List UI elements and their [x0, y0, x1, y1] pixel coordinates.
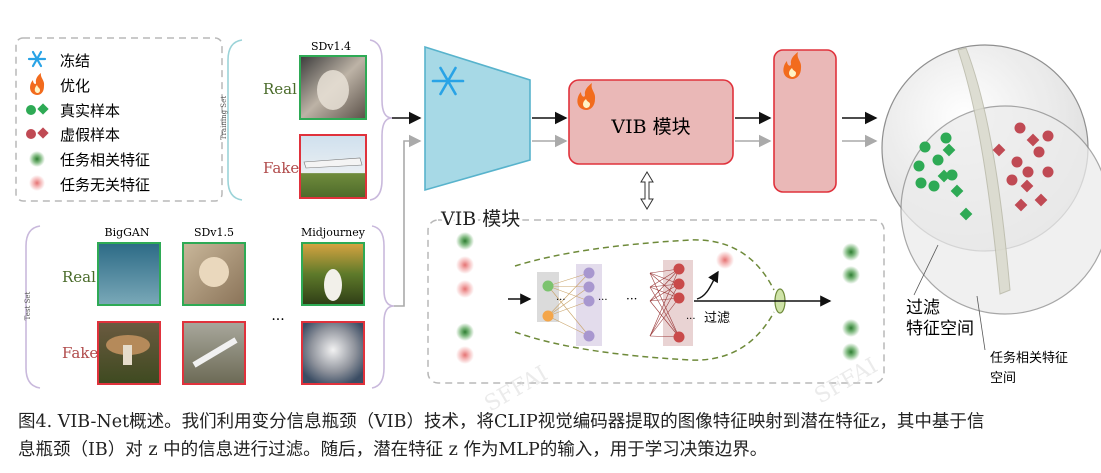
- bottleneck-outline: [514, 239, 775, 361]
- test-fake-midjourney-image: [301, 321, 365, 385]
- test-generator-midjourney: Midjourney: [301, 226, 366, 239]
- network-connections: [547, 268, 680, 338]
- fake-sample-circle: [1033, 146, 1045, 158]
- output-feature-tiles: [842, 243, 860, 361]
- fake-sample-circle: [1022, 166, 1034, 178]
- test-generator-biggan: BigGAN: [105, 226, 150, 239]
- test-real-label: Real: [62, 268, 96, 286]
- test-ellipsis: ...: [271, 308, 284, 324]
- layer3-neurons: [673, 263, 685, 343]
- green-markers-icon: [26, 103, 49, 115]
- network-edge: [649, 283, 680, 302]
- train-set-right-brace: [369, 39, 393, 201]
- filter-out-arrow: [696, 270, 719, 300]
- network-edge: [547, 285, 590, 302]
- test-real-biggan-image: [97, 242, 161, 306]
- network-edge: [547, 315, 590, 337]
- train-generator-label: SDv1.4: [311, 40, 351, 53]
- train-fake-label: Fake: [263, 159, 299, 177]
- test-generator-sdv15: SDv1.5: [194, 226, 234, 239]
- fake-sample-circle: [1042, 166, 1054, 178]
- network-edge: [649, 300, 680, 338]
- filtered-out-feature: [716, 251, 734, 269]
- train-set-brace: [227, 39, 243, 201]
- fake-sample-circle: [1042, 130, 1054, 142]
- caption-line-2: 息瓶颈（IB）对 z 中的信息进行过滤。随后，潜在特征 z 作为MLP的输入，用…: [18, 440, 768, 460]
- legend-label-relevant: 任务相关特征: [60, 151, 150, 169]
- network-edge: [649, 268, 680, 302]
- input-feature-tiles: [456, 232, 474, 364]
- legend-label-frozen: 冻结: [60, 52, 90, 70]
- layer2-neurons: [583, 267, 595, 342]
- fake-sample-circle: [1014, 122, 1026, 134]
- real-sample-circle: [932, 154, 944, 166]
- network-edge: [547, 285, 590, 288]
- network-edge: [547, 272, 590, 317]
- network-edge: [547, 300, 590, 317]
- vib-block: [568, 79, 734, 165]
- real-sample-circle: [940, 132, 952, 144]
- real-sample-circle: [913, 160, 925, 172]
- real-sample-circle: [919, 141, 931, 153]
- snowflake-icon: [27, 50, 47, 68]
- network-edge: [649, 297, 680, 337]
- real-sample-circle: [915, 177, 927, 189]
- train-set-side-label: Training Set: [220, 96, 228, 140]
- test-to-encoder-arrow: [394, 134, 422, 307]
- filter-label: 过滤: [704, 311, 730, 326]
- fake-sample-circle: [1011, 156, 1023, 168]
- legend-box: [15, 37, 223, 202]
- mlp-flame-icon: [783, 52, 802, 79]
- real-sample-circle: [946, 169, 958, 181]
- flame-icon: [30, 73, 45, 95]
- fake-sample-circle: [1006, 174, 1018, 186]
- relevant-space-label-2: 空间: [990, 371, 1016, 386]
- network-edge: [649, 283, 680, 337]
- red-markers-icon: [26, 127, 49, 139]
- vib-detail-title: VIB 模块: [440, 208, 520, 230]
- legend-label-real: 真实样本: [60, 102, 120, 120]
- filtered-space-leader: [913, 244, 939, 296]
- test-set-brace: [25, 225, 41, 389]
- caption-line-1: 图4. VIB-Net概述。我们利用变分信息瓶颈（VIB）技术，将CLIP视觉编…: [18, 412, 985, 432]
- layer3-ellipsis: ···: [686, 314, 696, 325]
- network-edge: [649, 268, 680, 337]
- layer2-ellipsis: ···: [598, 295, 608, 306]
- real-sample-circle: [928, 180, 940, 192]
- decision-boundary-plane: [957, 47, 1011, 295]
- mlp-block: [773, 49, 837, 193]
- legend-label-fake: 虚假样本: [60, 126, 120, 144]
- svg-text:SFFAI: SFFAI: [811, 353, 883, 409]
- network-edge: [649, 268, 680, 288]
- encoder-snowflake-icon: [431, 66, 465, 96]
- vib-detail-box: [427, 219, 885, 384]
- layer1-ellipsis: ···: [556, 295, 566, 306]
- test-set-side-label: Test Set: [24, 291, 32, 320]
- layer1-neurons: [542, 280, 554, 322]
- train-real-label: Real: [263, 80, 297, 98]
- vib-detail-double-arrow: [640, 171, 654, 210]
- test-set-right-brace: [371, 225, 395, 389]
- network-edge: [547, 286, 590, 317]
- network-edge: [547, 272, 590, 287]
- vib-block-label: VIB 模块: [610, 116, 690, 138]
- filtered-space-label-2: 特征空间: [906, 319, 974, 339]
- filtered-space-label-1: 过滤: [906, 298, 940, 318]
- figure-caption: 图4. VIB-Net概述。我们利用变分信息瓶颈（VIB）技术，将CLIP视觉编…: [18, 408, 1093, 464]
- layers-ellipsis: ···: [626, 292, 637, 306]
- network-edge: [547, 285, 590, 337]
- red-blur-swatch-icon: [29, 175, 45, 191]
- relevant-space-leader: [976, 295, 986, 351]
- vib-flame-icon: [577, 83, 596, 110]
- legend-label-irrelevant: 任务无关特征: [60, 176, 150, 194]
- green-blur-swatch-icon: [29, 151, 45, 167]
- legend-label-optimize: 优化: [60, 77, 90, 95]
- relevant-space-label-1: 任务相关特征: [990, 350, 1068, 366]
- test-fake-label: Fake: [62, 344, 98, 362]
- clip-encoder-frozen: [424, 45, 531, 192]
